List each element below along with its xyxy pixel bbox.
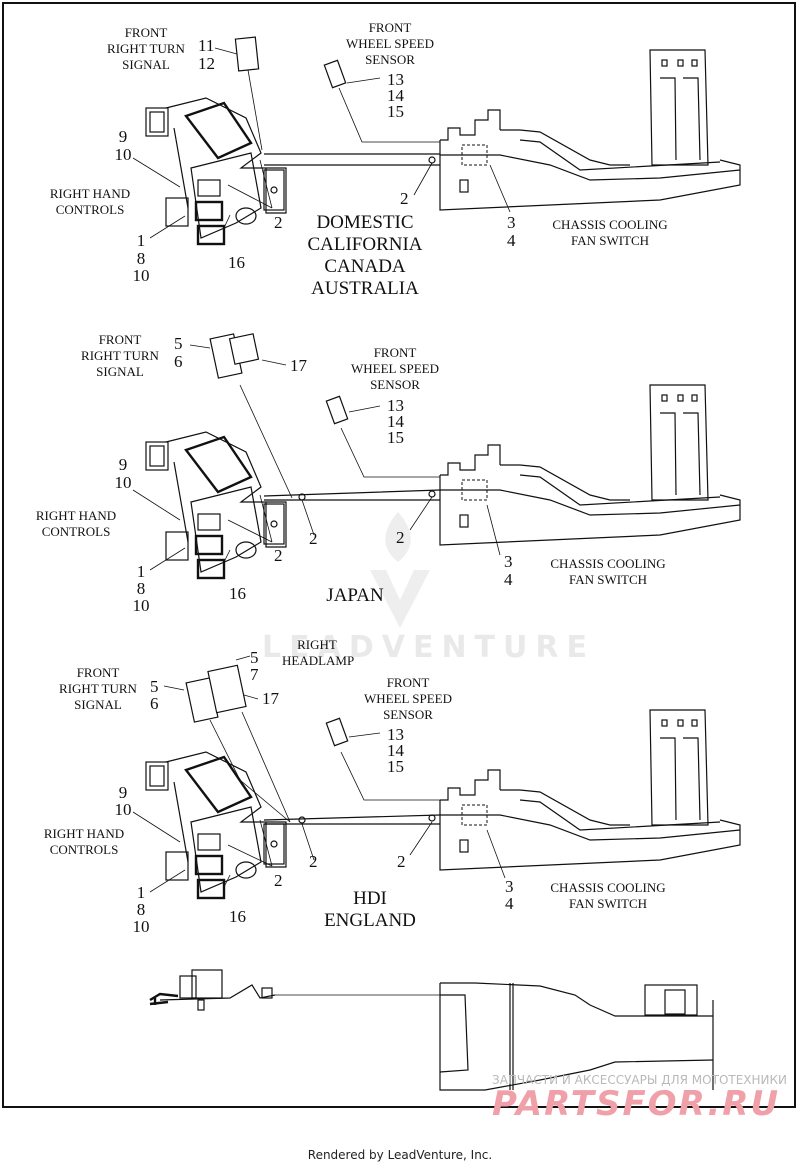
p3-region-label: HDI ENGLAND <box>324 888 416 931</box>
p3-turn-signal-ref-5: 5 <box>150 677 159 696</box>
p3-clip-ref-2b: 2 <box>309 852 318 871</box>
p1-fan-ref-3: 3 <box>507 213 516 232</box>
p2-clip-ref-2c: 2 <box>396 528 405 547</box>
p3-fan-ref-3: 3 <box>505 877 514 896</box>
p3-sensor-ref-14: 14 <box>387 741 404 760</box>
p2-controls-ref-1: 1 <box>136 562 146 581</box>
parts-site-logo-watermark: PARTSFOR.RU <box>492 1084 781 1124</box>
p2-region-label: JAPAN <box>326 585 384 606</box>
p1-controls-ref-1: 1 <box>136 231 146 250</box>
p1-region-label: DOMESTIC CALIFORNIA CANADA AUSTRALIA <box>307 212 423 299</box>
p3-connector-ref-17: 17 <box>262 689 279 708</box>
panel-2-art <box>132 333 741 580</box>
p3-headlamp-ref-7: 7 <box>250 665 259 684</box>
p1-clip-ref-2b: 2 <box>400 189 409 208</box>
p3-wheel-speed-sensor-label: FRONT WHEEL SPEED SENSOR <box>364 675 452 722</box>
p2-sensor-ref-14: 14 <box>387 412 404 431</box>
p1-sensor-ref-13: 13 <box>387 70 404 89</box>
p3-controls-ref-9: 9 <box>118 783 128 802</box>
p1-fan-ref-4: 4 <box>507 231 516 250</box>
panel-1-art <box>132 36 741 246</box>
p2-turn-signal-ref-6: 6 <box>174 352 183 371</box>
p1-controls-ref-10: 10 <box>114 145 132 164</box>
p1-right-hand-controls-label: RIGHT HAND CONTROLS <box>49 186 131 217</box>
p3-controls-ref-1: 1 <box>136 883 146 902</box>
p3-sensor-ref-13: 13 <box>387 725 404 744</box>
p2-wheel-speed-sensor-label: FRONT WHEEL SPEED SENSOR <box>351 345 439 392</box>
p2-cooling-fan-label: CHASSIS COOLING FAN SWITCH <box>550 556 666 587</box>
p2-bracket-ref-16: 16 <box>229 584 246 603</box>
p1-clip-ref-2a: 2 <box>274 213 283 232</box>
footer-credit: Rendered by LeadVenture, Inc. <box>307 1148 493 1162</box>
side-view-art <box>149 969 714 1091</box>
panel-3-art <box>132 655 741 900</box>
p2-sensor-ref-15: 15 <box>387 428 404 447</box>
p3-controls-ref-8: 8 <box>136 900 146 919</box>
p2-right-hand-controls-label: RIGHT HAND CONTROLS <box>35 508 117 539</box>
p3-right-hand-controls-label: RIGHT HAND CONTROLS <box>43 826 125 857</box>
p1-wheel-speed-sensor-label: FRONT WHEEL SPEED SENSOR <box>346 20 434 67</box>
p3-turn-signal-ref-6: 6 <box>150 694 159 713</box>
p2-controls-ref-10: 10 <box>114 473 132 492</box>
p2-turn-signal-ref-5: 5 <box>174 334 183 353</box>
p1-cooling-fan-label: CHASSIS COOLING FAN SWITCH <box>552 217 668 248</box>
parts-site-tagline-watermark: ЗАПЧАСТИ И АКСЕССУАРЫ ДЛЯ МОТОТЕХНИКИ <box>492 1073 788 1087</box>
p1-sensor-ref-14: 14 <box>387 86 404 105</box>
p3-controls-ref-10b: 10 <box>132 917 150 936</box>
p3-bracket-ref-16: 16 <box>229 907 246 926</box>
p3-controls-ref-10: 10 <box>114 800 132 819</box>
p2-controls-ref-9: 9 <box>118 455 128 474</box>
p2-fan-ref-4: 4 <box>504 570 513 589</box>
p2-sensor-ref-13: 13 <box>387 396 404 415</box>
p2-clip-ref-2b: 2 <box>309 529 318 548</box>
p3-headlamp-ref-5: 5 <box>250 648 259 667</box>
p3-clip-ref-2a: 2 <box>274 871 283 890</box>
p1-controls-ref-8: 8 <box>136 249 146 268</box>
p3-fan-ref-4: 4 <box>505 894 514 913</box>
p2-clip-ref-2a: 2 <box>274 546 283 565</box>
p1-turn-signal-label: FRONT RIGHT TURN SIGNAL <box>107 25 185 72</box>
p1-turn-signal-ref-12: 12 <box>198 54 215 73</box>
diagram-frame <box>2 2 796 1108</box>
p1-controls-ref-10b: 10 <box>132 266 150 285</box>
p1-sensor-ref-15: 15 <box>387 102 404 121</box>
p3-headlamp-label: RIGHT HEADLAMP <box>282 637 355 668</box>
p2-turn-signal-label: FRONT RIGHT TURN SIGNAL <box>81 332 159 379</box>
p3-sensor-ref-15: 15 <box>387 757 404 776</box>
p2-controls-ref-10b: 10 <box>132 596 150 615</box>
leadventure-text-watermark: LEADVENTURE <box>262 630 595 665</box>
p2-controls-ref-8: 8 <box>136 579 146 598</box>
p3-cooling-fan-label: CHASSIS COOLING FAN SWITCH <box>550 880 666 911</box>
p3-clip-ref-2c: 2 <box>397 852 406 871</box>
p1-bracket-ref-16: 16 <box>228 253 245 272</box>
p2-connector-ref-17: 17 <box>290 356 307 375</box>
p3-turn-signal-label: FRONT RIGHT TURN SIGNAL <box>59 665 137 712</box>
p2-fan-ref-3: 3 <box>504 552 513 571</box>
p1-turn-signal-ref-11: 11 <box>198 36 215 55</box>
p1-controls-ref-9: 9 <box>118 127 128 146</box>
